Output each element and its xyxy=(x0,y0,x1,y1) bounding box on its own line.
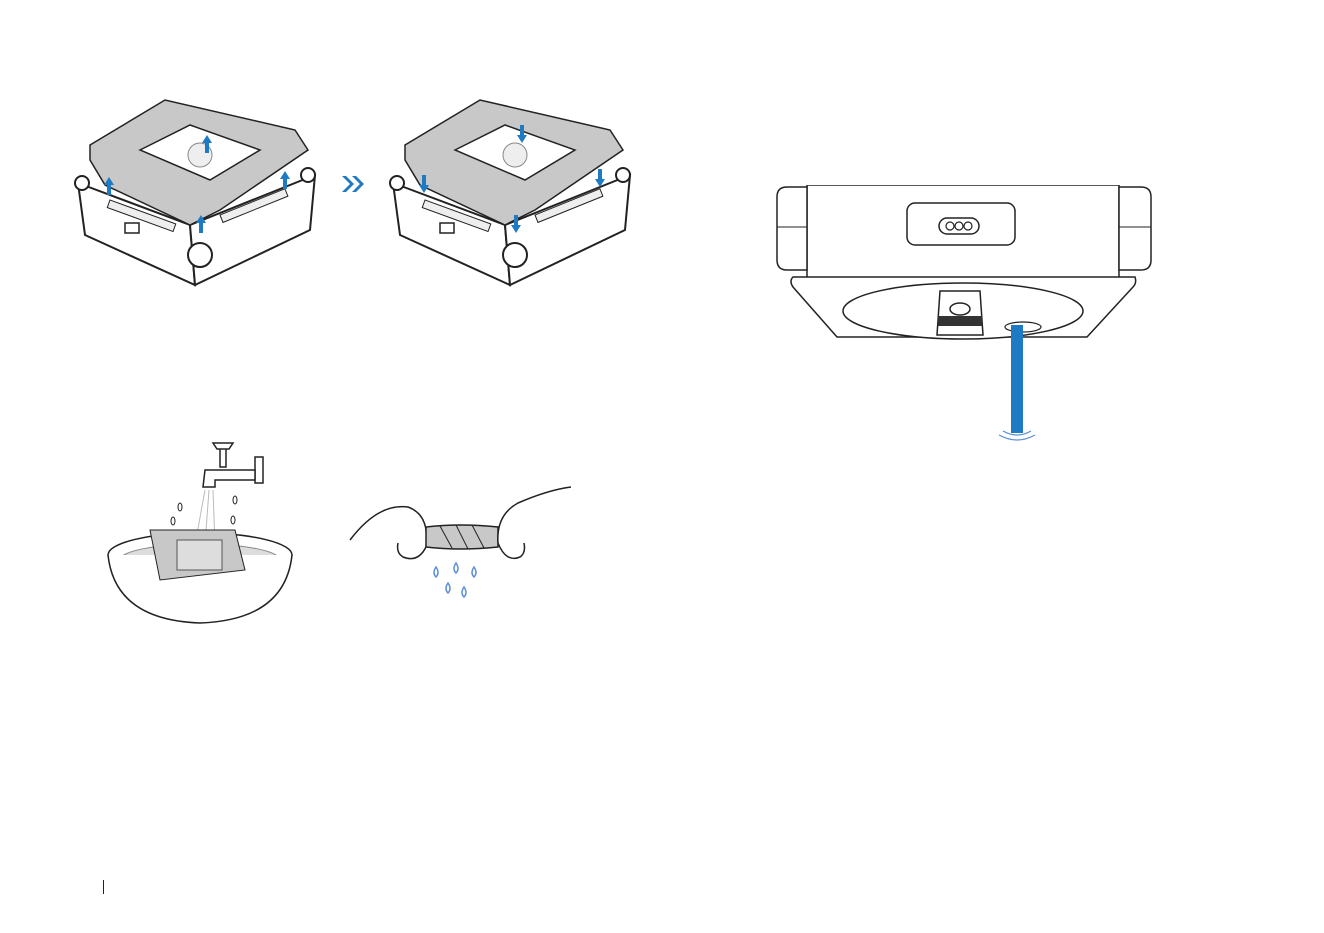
pad-attach-illustration xyxy=(385,95,640,305)
water-drops-icon xyxy=(434,563,476,597)
faucet-icon xyxy=(203,443,263,487)
robot-bottom-icon xyxy=(775,185,1153,445)
wash-pad-illustration xyxy=(105,435,295,630)
bowl-icon xyxy=(108,530,292,623)
pad-remove-illustration xyxy=(70,95,325,305)
page-marker-line xyxy=(103,880,104,894)
water-stream-icon xyxy=(1011,325,1023,433)
hands-wringing-icon xyxy=(348,485,573,605)
double-chevron-right-icon xyxy=(340,174,366,194)
